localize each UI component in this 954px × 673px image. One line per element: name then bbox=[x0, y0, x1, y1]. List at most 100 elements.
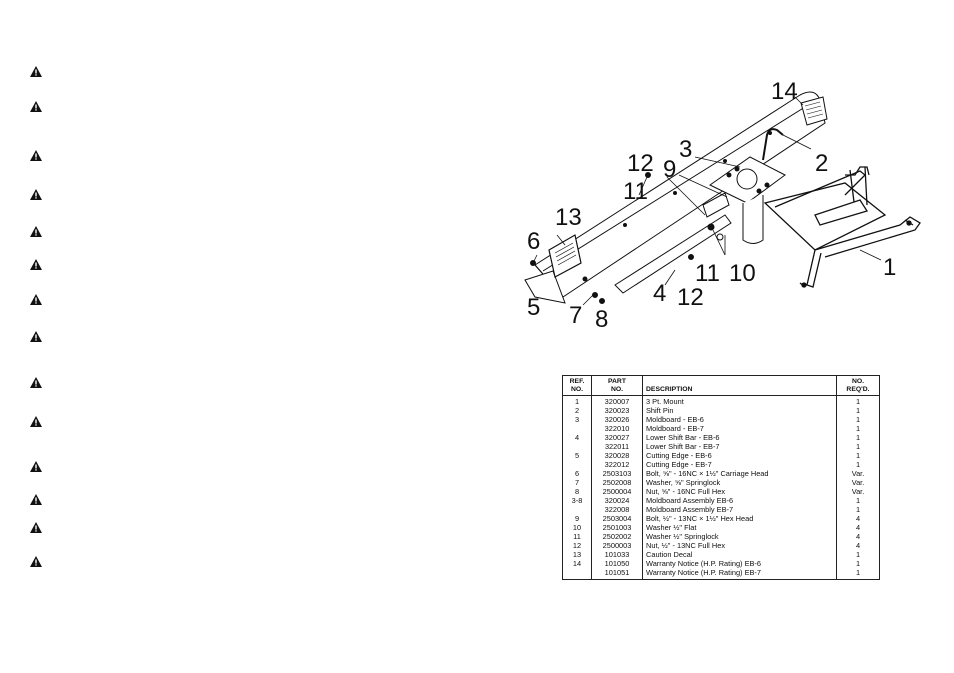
callout-5: 5 bbox=[527, 294, 540, 321]
warning-triangle-icon bbox=[30, 556, 42, 567]
cell-ref-no: 10 bbox=[562, 523, 592, 532]
cell-ref-no: 8 bbox=[562, 487, 592, 496]
cell-description: Washer, ⅝" Springlock bbox=[642, 478, 837, 487]
cell-part-no: 2503103 bbox=[591, 469, 643, 478]
callout-1: 1 bbox=[883, 254, 896, 281]
cell-part-no: 2500003 bbox=[591, 541, 643, 550]
cell-ref-no: 4 bbox=[562, 433, 592, 442]
cell-part-no: 320007 bbox=[591, 395, 643, 406]
cell-part-no: 322012 bbox=[591, 460, 643, 469]
warning-triangle-icon bbox=[30, 101, 42, 112]
cell-qty-required: Var. bbox=[851, 469, 865, 478]
cell-qty-required: 1 bbox=[855, 397, 861, 406]
cell-part-no: 101050 bbox=[591, 559, 643, 568]
cell-ref-no: 11 bbox=[562, 532, 592, 541]
cell-qty-required: 4 bbox=[855, 514, 861, 523]
three-point-mount bbox=[763, 166, 921, 288]
cell-part-no: 2502002 bbox=[591, 532, 643, 541]
cell-description: Washer ½" Flat bbox=[642, 523, 837, 532]
cell-ref-no: 1 bbox=[562, 395, 592, 406]
cell-part-no: 320028 bbox=[591, 451, 643, 460]
callout-9: 9 bbox=[663, 156, 676, 183]
cell-qty-required: 1 bbox=[855, 496, 861, 505]
cell-qty-required: 1 bbox=[855, 406, 861, 415]
cell-description: Warranty Notice (H.P. Rating) EB-7 bbox=[642, 568, 837, 580]
cell-part-no: 2503004 bbox=[591, 514, 643, 523]
callout-2: 2 bbox=[815, 150, 828, 177]
cell-qty-required: 1 bbox=[855, 550, 861, 559]
cell-description: Bolt, ⅝" - 16NC × 1½" Carriage Head bbox=[642, 469, 837, 478]
cell-ref-no: 5 bbox=[562, 451, 592, 460]
cell-ref-no: 6 bbox=[562, 469, 592, 478]
cell-qty-required: 1 bbox=[855, 451, 861, 460]
cell-part-no: 322010 bbox=[591, 424, 643, 433]
callout-4: 4 bbox=[653, 280, 666, 307]
cell-ref-no bbox=[562, 505, 592, 514]
callout-7: 7 bbox=[569, 302, 582, 329]
warning-triangle-icon bbox=[30, 226, 42, 237]
cell-ref-no: 14 bbox=[562, 559, 592, 568]
cell-ref-no: 9 bbox=[562, 514, 592, 523]
callout-12a: 12 bbox=[627, 150, 654, 177]
cell-description: Moldboard - EB-6 bbox=[642, 415, 837, 424]
cell-qty-required: 1 bbox=[855, 568, 861, 577]
cell-qty-required: 1 bbox=[855, 559, 861, 568]
cell-ref-no: 3 bbox=[562, 415, 592, 424]
cell-qty-required: 1 bbox=[855, 442, 861, 451]
warning-triangle-icon bbox=[30, 294, 42, 305]
warning-triangle-icon bbox=[30, 416, 42, 427]
cell-qty-required: 4 bbox=[855, 523, 861, 532]
warning-triangle-icon bbox=[30, 522, 42, 533]
cell-ref-no bbox=[562, 460, 592, 469]
callout-10: 10 bbox=[729, 260, 756, 287]
cell-description: Warranty Notice (H.P. Rating) EB-6 bbox=[642, 559, 837, 568]
callout-14: 14 bbox=[771, 78, 798, 105]
cell-description: Moldboard - EB-7 bbox=[642, 424, 837, 433]
cell-description: Nut, ⅝" - 16NC Full Hex bbox=[642, 487, 837, 496]
warning-triangle-icon bbox=[30, 377, 42, 388]
cell-ref-no: 7 bbox=[562, 478, 592, 487]
moldboard bbox=[524, 91, 828, 304]
cell-description: 3 Pt. Mount bbox=[642, 395, 837, 406]
warning-triangle-icon bbox=[30, 461, 42, 472]
warning-triangle-icon bbox=[30, 331, 42, 342]
cell-part-no: 320027 bbox=[591, 433, 643, 442]
cell-description: Bolt, ½" - 13NC × 1½" Hex Head bbox=[642, 514, 837, 523]
cell-qty-required: Var. bbox=[851, 487, 865, 496]
callout-8: 8 bbox=[595, 306, 608, 333]
cell-ref-no: 13 bbox=[562, 550, 592, 559]
cell-description: Cutting Edge - EB-6 bbox=[642, 451, 837, 460]
cell-description: Caution Decal bbox=[642, 550, 837, 559]
warning-triangle-icon bbox=[30, 66, 42, 77]
cell-part-no: 320023 bbox=[591, 406, 643, 415]
cell-part-no: 320024 bbox=[591, 496, 643, 505]
shift-mechanism bbox=[702, 128, 786, 244]
cell-part-no: 2502008 bbox=[591, 478, 643, 487]
warning-triangle-icon bbox=[30, 494, 42, 505]
callout-3: 3 bbox=[679, 136, 692, 163]
cell-qty-required: 1 bbox=[855, 433, 861, 442]
cell-description: Moldboard Assembly EB-6 bbox=[642, 496, 837, 505]
cell-part-no: 322011 bbox=[591, 442, 643, 451]
cell-ref-no: 3-8 bbox=[562, 496, 592, 505]
cell-ref-no bbox=[562, 568, 592, 580]
cell-part-no: 101051 bbox=[591, 568, 643, 580]
